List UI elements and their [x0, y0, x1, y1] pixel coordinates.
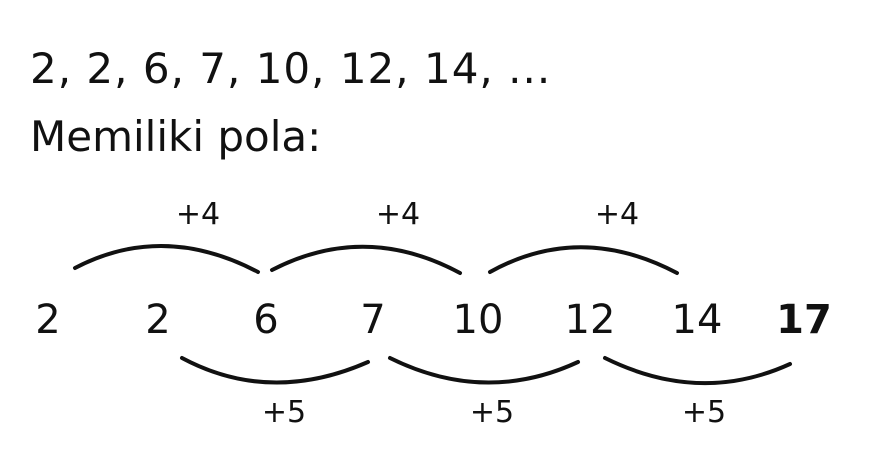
bottom-arc-1	[180, 356, 370, 385]
bottom-arc-3	[603, 356, 792, 386]
top-arc-2	[270, 244, 462, 275]
sequence-number: 2	[145, 297, 171, 343]
bottom-step-2: +5	[469, 395, 515, 430]
sequence-number: 10	[452, 297, 504, 343]
sequence-text: 2, 2, 6, 7, 10, 12, 14, ...	[30, 44, 552, 93]
sequence-number: 12	[564, 297, 616, 343]
bottom-step-3: +5	[681, 395, 727, 430]
sequence-number: 14	[671, 297, 723, 343]
answer-number: 17	[776, 297, 832, 343]
bottom-arc-2	[388, 356, 580, 385]
top-step-3: +4	[594, 197, 640, 232]
sequence-number: 7	[360, 297, 386, 343]
top-arc-3	[488, 245, 679, 275]
pattern-label: Memiliki pola:	[30, 112, 322, 161]
top-step-2: +4	[375, 197, 421, 232]
bottom-step-1: +5	[261, 395, 307, 430]
top-step-1: +4	[175, 197, 221, 232]
sequence-number: 2	[35, 297, 61, 343]
sequence-number: 6	[253, 297, 279, 343]
top-arc-1	[73, 243, 260, 274]
